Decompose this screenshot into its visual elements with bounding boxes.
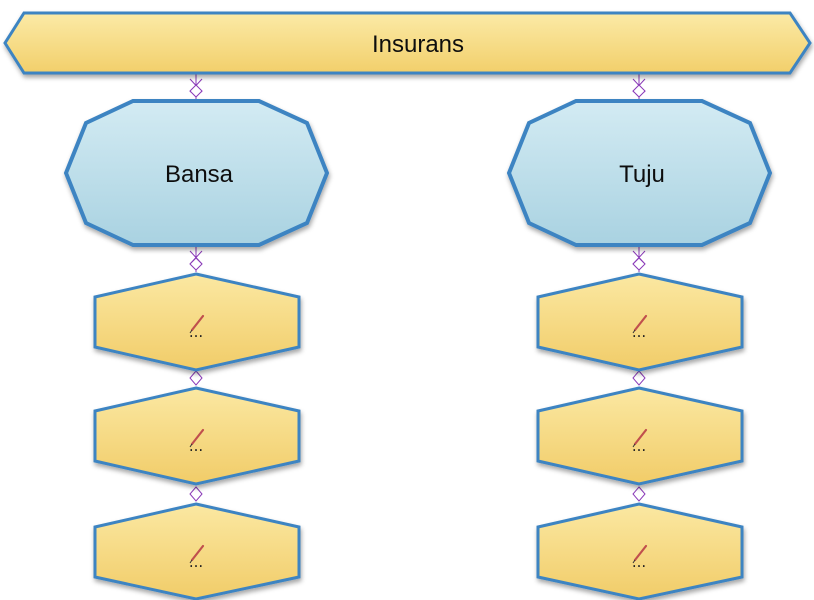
- leaf-node[interactable]: ...: [93, 272, 301, 372]
- leaf-text: ...: [632, 323, 646, 341]
- connectors: [189, 74, 646, 502]
- branch-label: Tuju: [619, 161, 665, 188]
- connector-tuju-leaf3: [632, 486, 646, 502]
- root-node[interactable]: Insurans: [3, 11, 812, 75]
- link-diamond-icon: [632, 257, 646, 271]
- connector-tuju-leaf2: [632, 370, 646, 386]
- connector-bansa-leaf1: [189, 246, 203, 272]
- leaf-node[interactable]: ...: [536, 272, 744, 372]
- connector-root-bansa: [189, 74, 203, 100]
- leaf-node[interactable]: ...: [93, 502, 301, 600]
- branch-label: Bansa: [165, 161, 234, 188]
- pencil-icon[interactable]: [189, 314, 205, 334]
- pencil-icon[interactable]: [632, 544, 648, 564]
- link-diamond-icon: [189, 486, 203, 502]
- leaf-text: ...: [189, 553, 203, 571]
- link-diamond-icon: [189, 257, 203, 271]
- leaf-node[interactable]: ...: [536, 502, 744, 600]
- connector-bansa-leaf2: [189, 370, 203, 386]
- link-diamond-icon: [632, 486, 646, 502]
- leaf-text: ...: [632, 553, 646, 571]
- connector-root-tuju: [632, 74, 646, 100]
- branch-node-tuju[interactable]: Tuju: [506, 99, 773, 247]
- link-diamond-icon: [632, 370, 646, 386]
- connector-bansa-leaf3: [189, 486, 203, 502]
- pencil-icon[interactable]: [632, 428, 648, 448]
- branch-node-bansa[interactable]: Bansa: [63, 99, 330, 247]
- connector-tuju-leaf1: [632, 246, 646, 272]
- leaf-node[interactable]: ...: [93, 386, 301, 486]
- leaf-text: ...: [189, 437, 203, 455]
- link-diamond-icon: [189, 84, 203, 98]
- link-diamond-icon: [189, 370, 203, 386]
- pencil-icon[interactable]: [189, 544, 205, 564]
- leaf-text: ...: [189, 323, 203, 341]
- link-diamond-icon: [632, 84, 646, 98]
- leaf-text: ...: [632, 437, 646, 455]
- leaf-node[interactable]: ...: [536, 386, 744, 486]
- pencil-icon[interactable]: [632, 314, 648, 334]
- pencil-icon[interactable]: [189, 428, 205, 448]
- root-label: Insurans: [372, 31, 464, 58]
